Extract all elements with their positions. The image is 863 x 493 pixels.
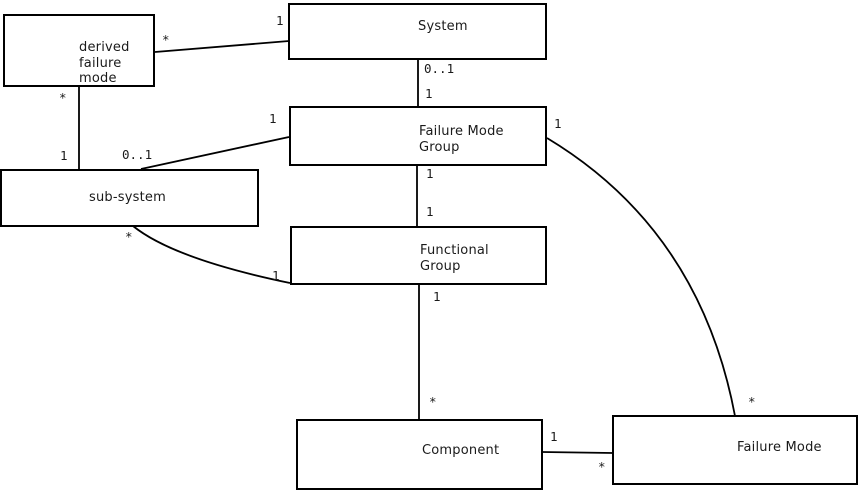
multiplicity-failure-mode-end: *: [748, 394, 756, 409]
multiplicity-system-end: 1: [276, 13, 284, 28]
node-failure-mode-group: Failure Mode Group: [289, 106, 547, 166]
node-failure-mode-label: Failure Mode: [737, 440, 822, 455]
node-failure-mode-group-label: Failure Mode Group: [419, 124, 504, 155]
multiplicity-system-end: 0..1: [424, 61, 455, 76]
multiplicity-functional-group-end: 1: [272, 268, 280, 283]
multiplicity-failure-mode-group-end: 1: [425, 86, 433, 101]
multiplicity-derived-failure-mode-end: *: [162, 32, 170, 47]
multiplicity-derived-failure-mode-end: *: [59, 90, 67, 105]
multiplicity-component-end: *: [429, 394, 437, 409]
node-system: System: [288, 3, 547, 60]
multiplicity-sub-system-end: *: [125, 229, 133, 244]
edge-derived-failure-mode-to-system: [154, 40, 290, 53]
edge-failure-mode-group-to-sub-system: [140, 136, 290, 170]
multiplicity-functional-group-end: 1: [426, 204, 434, 219]
node-derived-failure-mode: derived failure mode: [3, 14, 155, 87]
multiplicity-sub-system-end: 1: [60, 148, 68, 163]
multiplicity-functional-group-end: 1: [433, 289, 441, 304]
node-sub-system-label: sub-system: [89, 190, 166, 205]
node-component: Component: [296, 419, 543, 490]
node-derived-failure-mode-label: derived failure mode: [79, 40, 130, 86]
node-sub-system: sub-system: [0, 169, 259, 227]
node-functional-group: Functional Group: [290, 226, 547, 285]
node-functional-group-label: Functional Group: [420, 243, 489, 274]
node-failure-mode: Failure Mode: [612, 415, 858, 485]
multiplicity-failure-mode-group-end: 1: [269, 111, 277, 126]
multiplicity-failure-mode-group-end: 1: [554, 116, 562, 131]
multiplicity-failure-mode-end: *: [598, 459, 606, 474]
edge-component-to-failure-mode: [541, 451, 614, 454]
edge-failure-mode-group-to-failure-mode: [546, 137, 736, 417]
node-system-label: System: [418, 19, 468, 34]
multiplicity-component-end: 1: [550, 429, 558, 444]
multiplicity-failure-mode-group-end: 1: [426, 166, 434, 181]
edge-sub-system-to-functional-group: [132, 225, 291, 284]
node-component-label: Component: [422, 443, 500, 458]
multiplicity-sub-system-end: 0..1: [122, 147, 153, 162]
